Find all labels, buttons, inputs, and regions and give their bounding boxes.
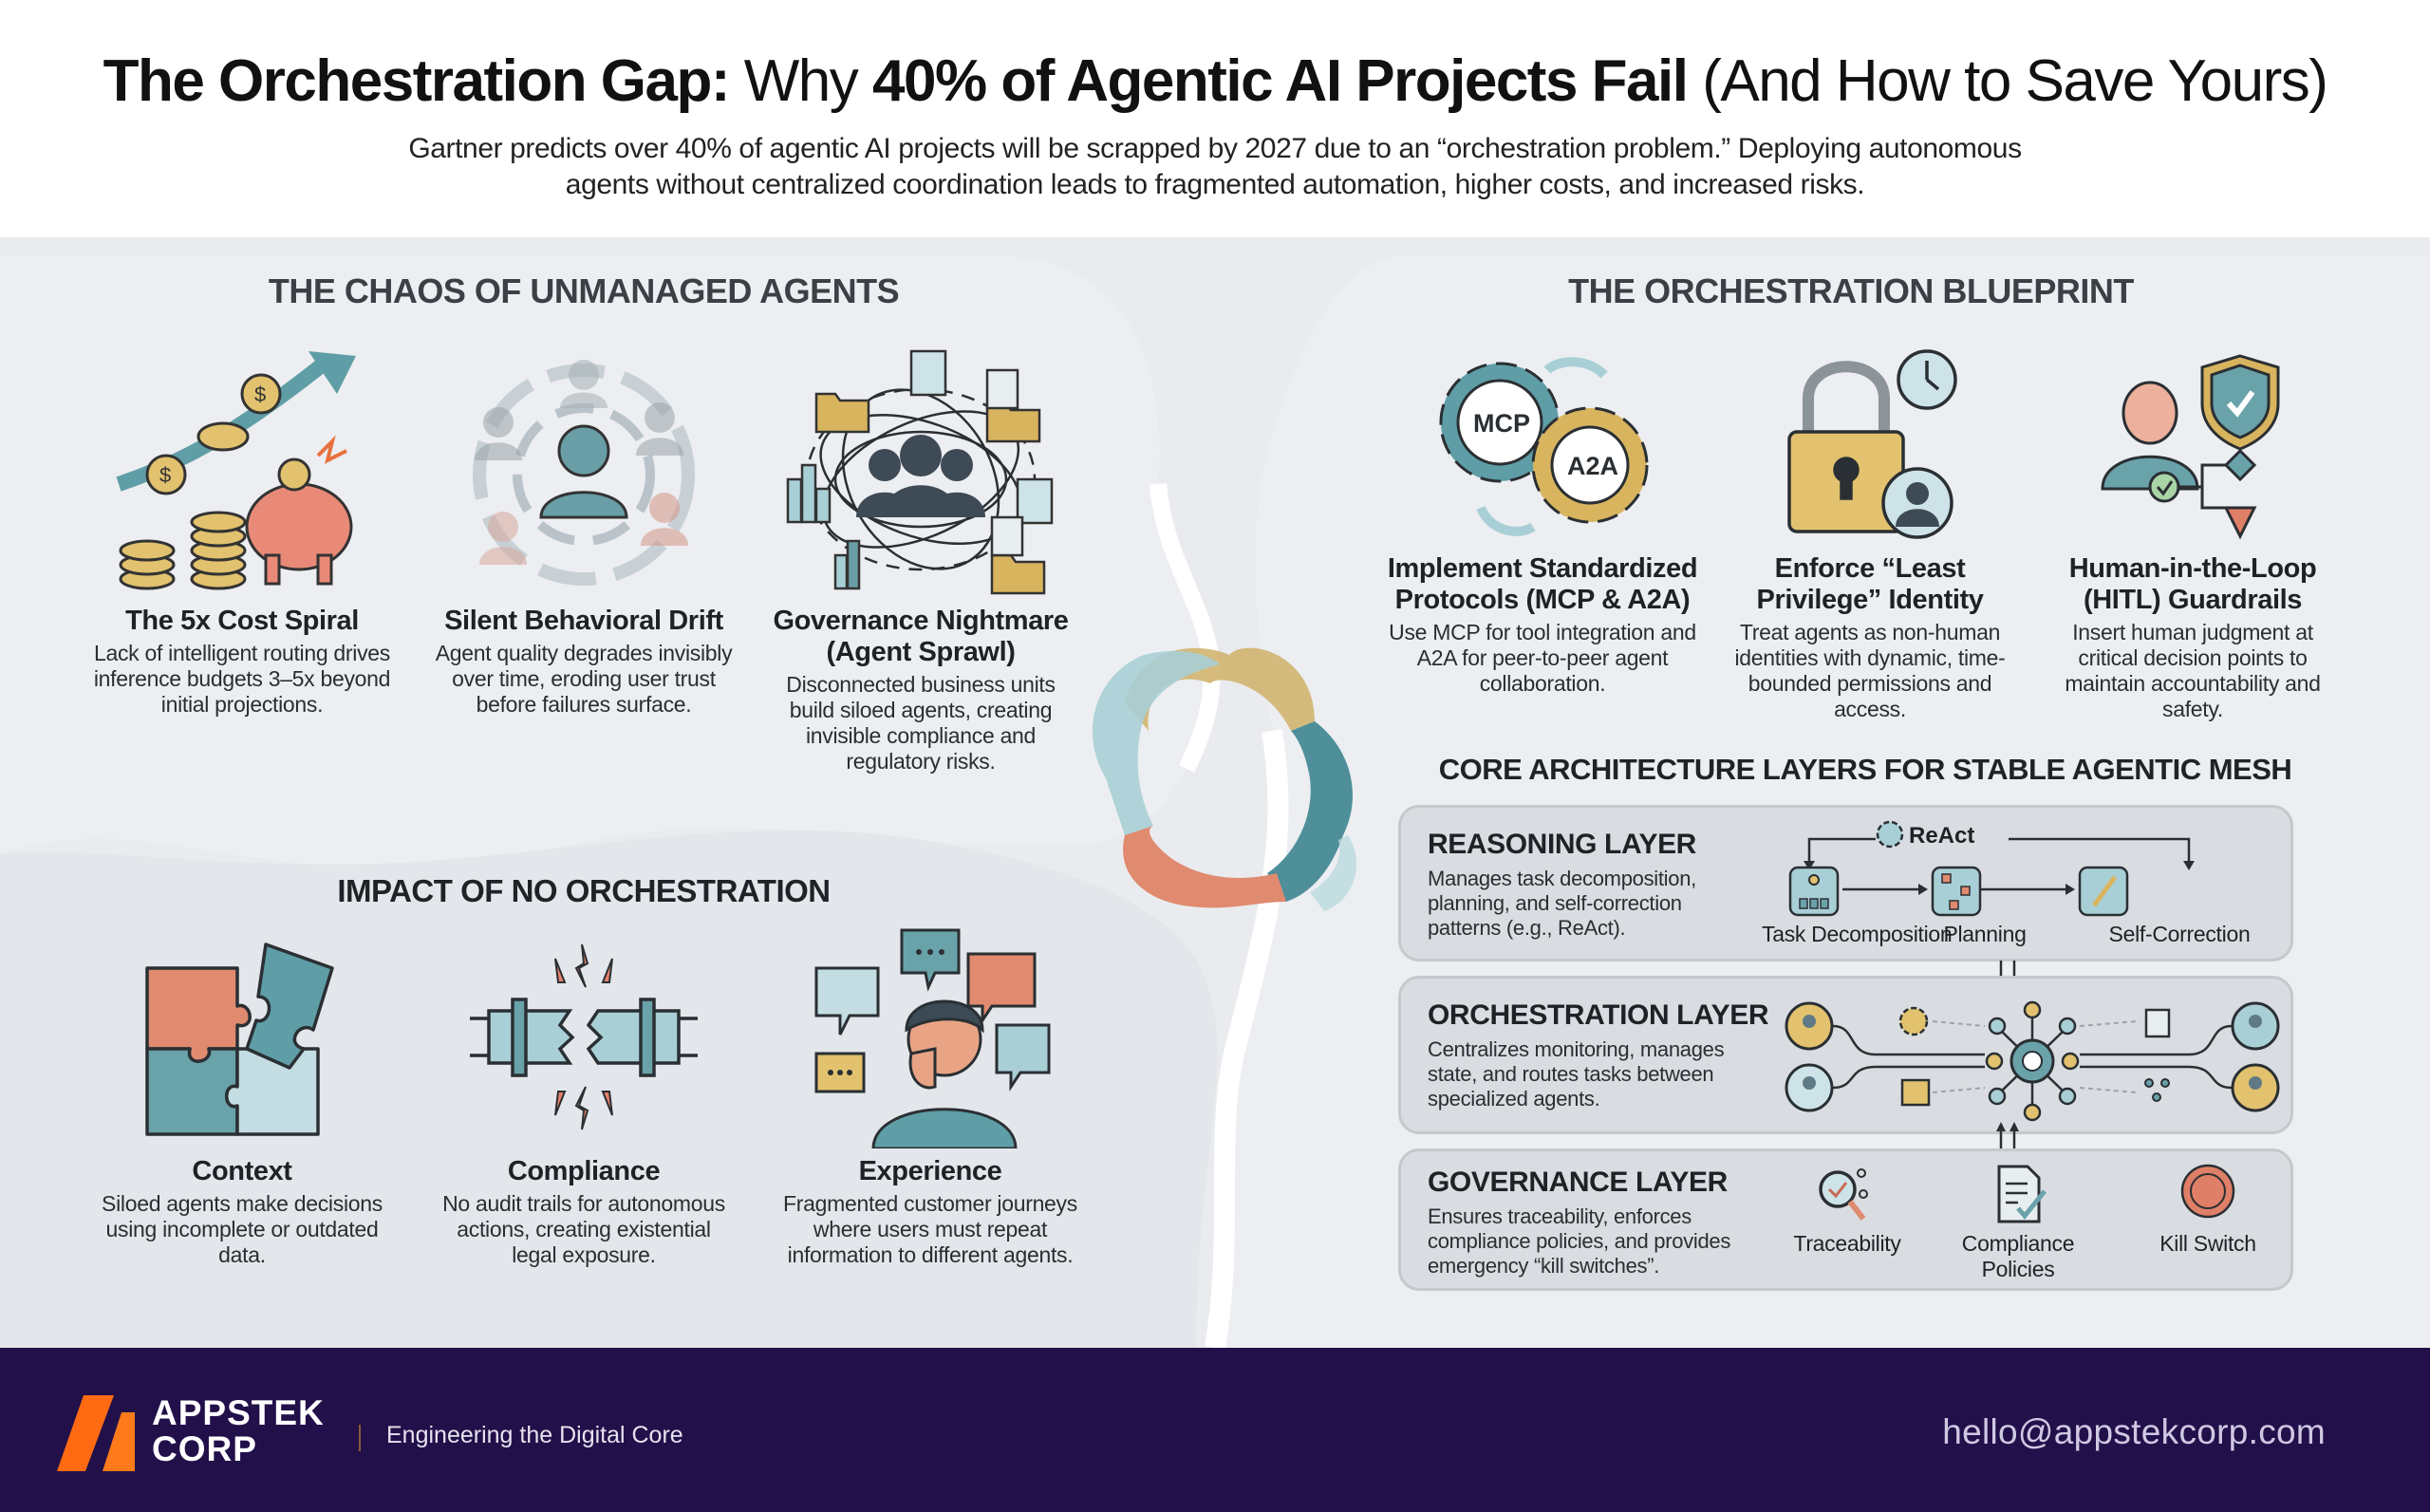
orchestration-layer-panel: ORCHESTRATION LAYER Centralizes monitori…	[1398, 976, 2293, 1134]
footer: APPSTEK CORP Engineering the Digital Cor…	[0, 1348, 2430, 1512]
blueprint-card-protocols: MCP A2A Implement Standardized Protocols…	[1381, 346, 1704, 697]
card-description: Treat agents as non-human identities wit…	[1734, 620, 2006, 721]
kill-switch-button-icon	[2180, 1164, 2235, 1219]
frustrated-user-chat-icon	[814, 928, 1051, 1148]
reasoning-flow-diagram: ReAct	[1788, 820, 2195, 917]
svg-text:$: $	[254, 383, 266, 406]
mcp-a2a-gears-icon: MCP A2A	[1439, 357, 1649, 536]
react-gear-icon	[1876, 820, 1904, 849]
impact-section-title: IMPACT OF NO ORCHESTRATION	[337, 873, 831, 908]
step-label: Self-Correction	[2108, 922, 2251, 946]
governance-layer-panel: GOVERNANCE LAYER Ensures traceability, e…	[1398, 1148, 2293, 1291]
impact-card-experience: Experience Fragmented customer journeys …	[769, 925, 1092, 1268]
step-label: Planning	[1943, 922, 2027, 946]
drifting-agents-icon	[473, 360, 695, 586]
svg-text:MCP: MCP	[1473, 409, 1530, 438]
traceability-magnifier-icon	[1819, 1168, 1868, 1221]
network-branch-icon	[2144, 1078, 2170, 1102]
governance-item-label: Kill Switch	[2159, 1231, 2256, 1256]
card-title: Silent Behavioral Drift	[444, 606, 723, 636]
step-label: Task Decomposition	[1762, 922, 1953, 946]
title-bold-part: The Orchestration Gap:	[103, 48, 731, 114]
svg-text:A2A: A2A	[1567, 452, 1618, 480]
architecture-section-title: CORE ARCHITECTURE LAYERS FOR STABLE AGEN…	[1438, 753, 2292, 786]
puzzle-pieces-icon	[145, 943, 334, 1136]
page-subtitle: Gartner predicts over 40% of agentic AI …	[408, 133, 2022, 200]
svg-text:$: $	[159, 463, 171, 487]
compliance-policies-document-icon	[1997, 1165, 2047, 1223]
blueprint-card-hitl: Human-in-the-Loop (HITL) Guardrails Inse…	[2041, 346, 2345, 722]
governance-layer-title: GOVERNANCE LAYER	[1428, 1167, 1728, 1198]
card-title: Compliance	[507, 1156, 661, 1186]
card-title: Context	[192, 1156, 292, 1186]
padlock-clock-identity-icon	[1787, 349, 1957, 539]
blueprint-card-least-privilege: Enforce “Least Privilege” Identity Treat…	[1718, 346, 2022, 722]
title-bold-part: 40% of Agentic AI Projects Fail	[872, 48, 1689, 114]
card-description: No audit trails for autonomous actions, …	[442, 1191, 725, 1267]
reasoning-layer-panel: REASONING LAYER Manages task decompositi…	[1398, 805, 2293, 961]
orchestration-layer-description: Centralizes monitoring, manages state, a…	[1428, 1037, 1725, 1111]
reasoning-layer-title: REASONING LAYER	[1428, 829, 1696, 860]
footer-divider	[359, 1425, 361, 1451]
notes-icon	[2144, 1008, 2171, 1038]
reasoning-layer-description: Manages task decomposition, planning, an…	[1428, 867, 1696, 940]
title-regular-part: (And How to Save Yours)	[1702, 48, 2328, 114]
card-description: Disconnected business units build siloed…	[786, 672, 1056, 774]
card-title: Experience	[858, 1156, 1002, 1186]
orchestration-hub-diagram	[1785, 1000, 2280, 1122]
layer-connector-icon	[1996, 1122, 2019, 1152]
governance-item-label: Traceability	[1793, 1231, 1901, 1256]
contact-email-link[interactable]: hello@appstekcorp.com	[1942, 1412, 2326, 1451]
card-description: Insert human judgment at critical decisi…	[2065, 620, 2321, 721]
piggy-bank-rising-cost-icon: $ $	[116, 351, 356, 590]
card-description: Use MCP for tool integration and A2A for…	[1389, 620, 1696, 696]
human-shield-decision-icon	[2101, 354, 2280, 540]
header: The Orchestration Gap: Why 40% of Agenti…	[0, 0, 2430, 237]
broken-pipe-icon	[470, 943, 698, 1130]
card-description: Siloed agents make decisions using incom…	[102, 1191, 383, 1267]
brand-tagline: Engineering the Digital Core	[386, 1422, 683, 1448]
decorative-ring-icon	[1092, 647, 1357, 911]
card-title: Enforce “Least Privilege” Identity	[1756, 553, 1984, 615]
svg-text:ReAct: ReAct	[1909, 823, 1974, 849]
impact-card-context: Context Siloed agents make decisions usi…	[95, 925, 389, 1268]
card-title: Implement Standardized Protocols (MCP & …	[1387, 553, 1698, 615]
brand-name: APPSTEK CORP	[152, 1393, 325, 1468]
card-description: Agent quality degrades invisibly over ti…	[435, 641, 733, 717]
card-title: Governance Nightmare (Agent Sprawl)	[773, 606, 1069, 667]
chaos-card-governance-nightmare: Governance Nightmare (Agent Sprawl) Disc…	[769, 346, 1073, 775]
chaos-card-cost-spiral: $ $ The 5x Cost Spiral Lack of intellige…	[85, 351, 399, 718]
title-regular-part: Why	[743, 48, 859, 114]
impact-card-compliance: Compliance No audit trails for autonomou…	[432, 925, 736, 1268]
governance-layer-description: Ensures traceability, enforces complianc…	[1428, 1204, 1731, 1278]
card-description: Lack of intelligent routing drives infer…	[93, 641, 391, 717]
tangled-agents-sprawl-icon	[786, 349, 1054, 595]
card-title: The 5x Cost Spiral	[125, 606, 359, 636]
governance-item-label: Compliance Policies	[1961, 1231, 2075, 1281]
chaos-card-behavioral-drift: Silent Behavioral Drift Agent quality de…	[422, 351, 745, 718]
card-title: Human-in-the-Loop (HITL) Guardrails	[2068, 553, 2317, 615]
chaos-section-title: THE CHAOS OF UNMANAGED AGENTS	[268, 271, 900, 310]
orchestration-layer-title: ORCHESTRATION LAYER	[1428, 999, 1769, 1031]
page-title: The Orchestration Gap: Why 40% of Agenti…	[0, 47, 2430, 115]
blueprint-section-title: THE ORCHESTRATION BLUEPRINT	[1568, 271, 2134, 310]
appstek-logo-icon	[57, 1395, 135, 1471]
document-icon	[1900, 1078, 1931, 1107]
card-description: Fragmented customer journeys where users…	[783, 1191, 1077, 1267]
settings-gear-icon	[1898, 1006, 1929, 1036]
